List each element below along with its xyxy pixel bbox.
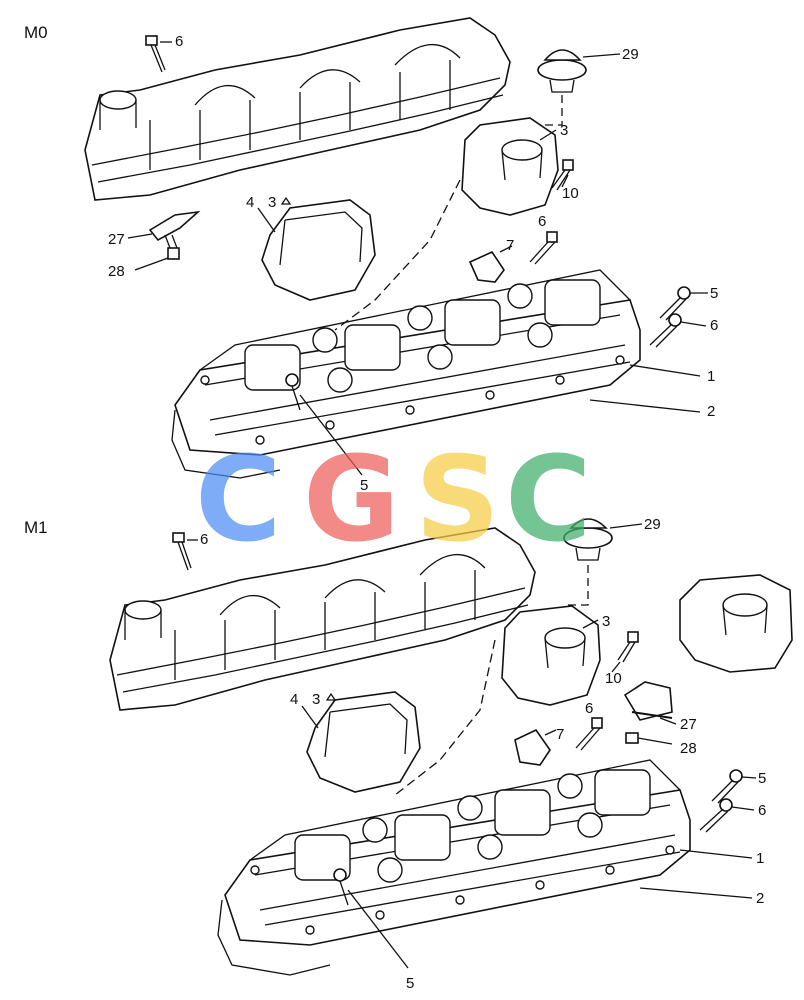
m1-callout-5b: 5 [406, 975, 414, 992]
m0-bolt-6-top [145, 35, 172, 73]
m0-oil-cap [537, 49, 621, 93]
section-label-m0: M0 [24, 23, 48, 42]
m1-screw-10 [617, 631, 639, 663]
m0-callout-3a: 3 [268, 194, 276, 211]
m0-callout-10: 10 [562, 185, 579, 202]
watermark-letter-c2: C [505, 430, 592, 568]
m1-callout-28: 28 [680, 740, 697, 757]
m1-callout-4: 4 [290, 691, 298, 708]
m0-cover-4 [261, 199, 376, 301]
m0-callout-6b: 6 [538, 213, 546, 230]
m1-bolt-6-right [699, 798, 733, 833]
m1-oil-cap [563, 518, 643, 561]
m0-callout-5b: 5 [360, 477, 368, 494]
m1-callout-10: 10 [605, 670, 622, 687]
m1-callout-3: 3 [602, 613, 610, 630]
m1-cylinder-head [217, 759, 691, 976]
m0-seal-7 [468, 250, 505, 283]
m0-callout-6a: 6 [175, 33, 183, 50]
m0-callout-27: 27 [108, 231, 125, 248]
m0-callout-3: 3 [560, 122, 568, 139]
m0-callout-4: 4 [246, 194, 254, 211]
m1-callout-7: 7 [556, 726, 564, 743]
m0-bolt-6-right [649, 313, 682, 348]
m1-bolt-6-mid [575, 717, 603, 751]
m0-bolt-5-right [659, 286, 691, 321]
m1-callout-6b: 6 [585, 700, 593, 717]
m1-bolt-28 [625, 732, 673, 745]
m1-cover-4 [306, 691, 421, 793]
m0-callout-2: 2 [707, 403, 715, 420]
m1-callout-6c: 6 [758, 802, 766, 819]
section-label-m1: M1 [24, 518, 48, 537]
m0-filler-housing [461, 117, 559, 216]
m0-bolt-6-mid [529, 231, 558, 265]
m0-callout-5a: 5 [710, 285, 718, 302]
watermark-letter-s: S [415, 430, 500, 568]
m0-screw-10 [551, 159, 574, 191]
m1-bolt-5-right [711, 769, 743, 804]
m1-callout-2: 2 [756, 890, 764, 907]
m0-callout-6c: 6 [710, 317, 718, 334]
m0-cylinder-head [171, 269, 641, 479]
m1-valve-cover-upper [109, 527, 536, 711]
m1-filler-housing-right [679, 574, 793, 673]
m1-callout-5a: 5 [758, 770, 766, 787]
m0-bolt-5-lower [285, 373, 301, 411]
watermark-letter-c1: C [195, 430, 282, 568]
watermark-letter-g: G [303, 430, 400, 568]
m1-callout-29: 29 [644, 516, 661, 533]
m1-seal-7 [514, 728, 551, 766]
m1-callout-27: 27 [680, 716, 697, 733]
m1-bracket-27 [623, 681, 673, 721]
m0-callout-29: 29 [622, 46, 639, 63]
m1-bolt-5-lower [333, 868, 349, 906]
watermark: C G S C [195, 430, 592, 568]
m1-callout-6a: 6 [200, 531, 208, 548]
m0-valve-cover-upper [84, 17, 511, 201]
m0-bracket-27 [148, 210, 201, 242]
m0-callout-28: 28 [108, 263, 125, 280]
m0-bolt-28 [164, 234, 180, 260]
m0-callout-1: 1 [707, 368, 715, 385]
m1-callout-3a: 3 [312, 691, 320, 708]
m1-bolt-6-top [172, 532, 198, 571]
m1-filler-housing [501, 605, 601, 706]
m1-callout-1: 1 [756, 850, 764, 867]
m0-callout-7: 7 [506, 237, 514, 254]
